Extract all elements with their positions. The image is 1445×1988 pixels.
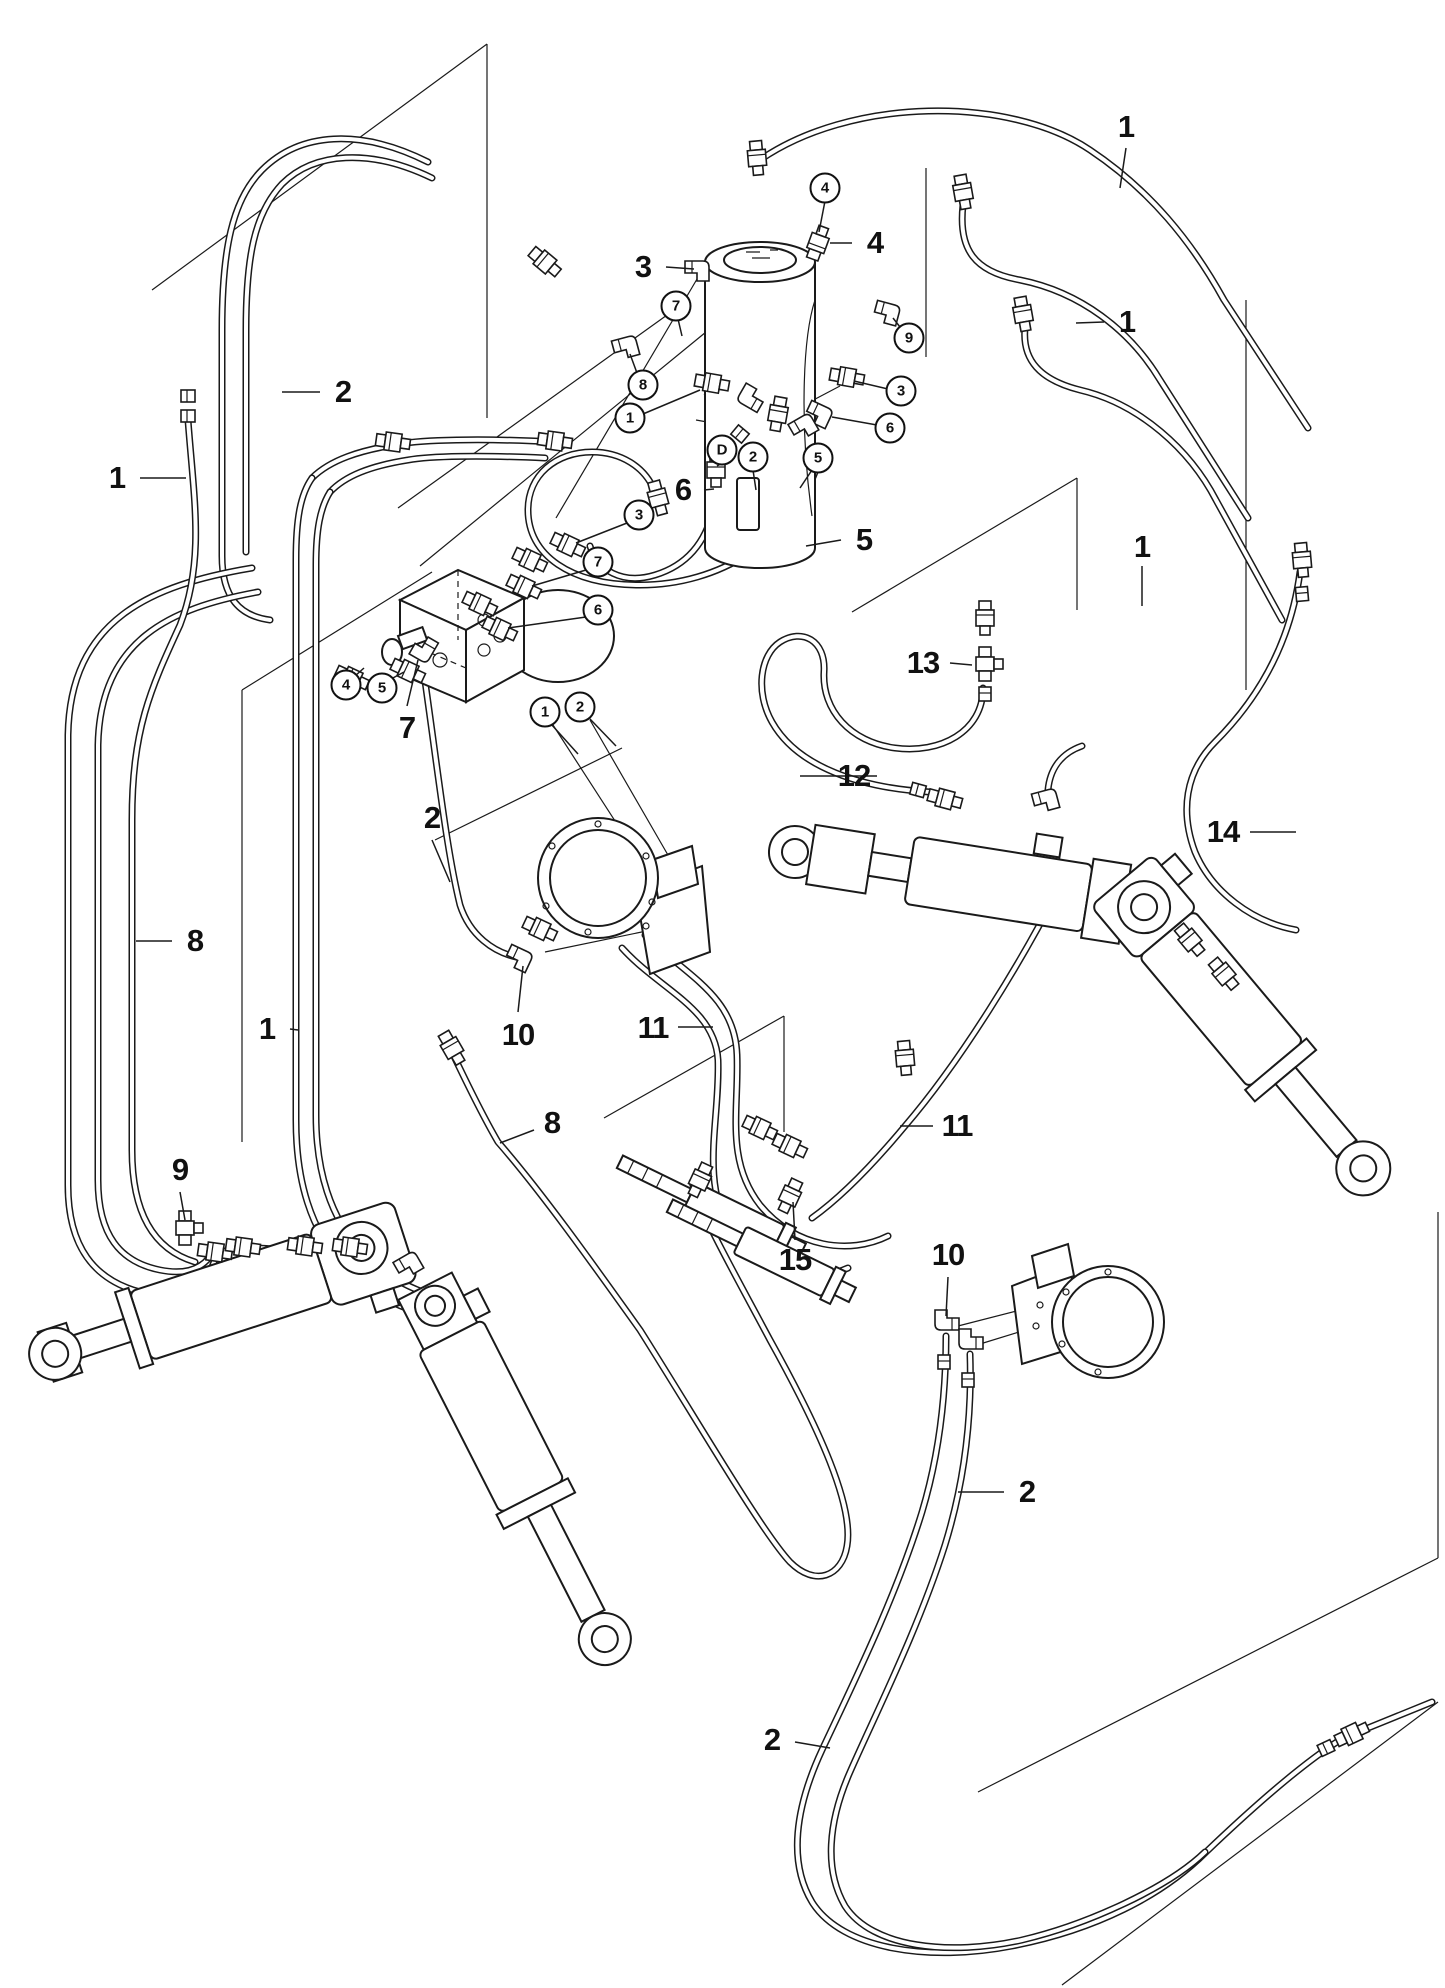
part-label-7: 7 bbox=[398, 710, 416, 745]
port-callout-8: 8 bbox=[627, 369, 659, 401]
port-callout-1: 1 bbox=[529, 696, 561, 728]
hydraulic-power-unit bbox=[704, 241, 816, 569]
part-label-2: 2 bbox=[423, 800, 441, 835]
part-label-6: 6 bbox=[674, 472, 692, 507]
part-label-8: 8 bbox=[543, 1105, 561, 1140]
part-label-2: 2 bbox=[763, 1722, 781, 1757]
part-label-2: 2 bbox=[334, 374, 352, 409]
part-label-15: 15 bbox=[778, 1242, 812, 1277]
part-label-3: 3 bbox=[634, 249, 652, 284]
port-callout-1: 1 bbox=[614, 402, 646, 434]
part-label-11: 11 bbox=[941, 1108, 974, 1143]
port-callout-4: 4 bbox=[330, 669, 362, 701]
part-label-9: 9 bbox=[171, 1152, 189, 1187]
cylinder-far-right-diagonal bbox=[1093, 852, 1392, 1197]
part-label-14: 14 bbox=[1206, 814, 1240, 849]
part-label-11: 11 bbox=[637, 1010, 670, 1045]
port-callout-2: 2 bbox=[564, 691, 596, 723]
port-callout-3: 3 bbox=[623, 499, 655, 531]
part-label-5: 5 bbox=[855, 522, 873, 557]
part-label-13: 13 bbox=[906, 645, 940, 680]
port-callout-3: 3 bbox=[885, 375, 917, 407]
part-label-2: 2 bbox=[1018, 1474, 1036, 1509]
port-callout-7: 7 bbox=[582, 546, 614, 578]
part-label-8: 8 bbox=[186, 923, 204, 958]
part-label-4: 4 bbox=[866, 225, 884, 260]
port-callout-5: 5 bbox=[802, 442, 834, 474]
port-callout-4: 4 bbox=[809, 172, 841, 204]
gear-motor-bottom-right bbox=[1010, 1242, 1165, 1379]
port-callout-9: 9 bbox=[893, 322, 925, 354]
port-callout-7: 7 bbox=[660, 290, 692, 322]
cylinder-right-horizontal bbox=[768, 823, 1133, 945]
part-label-10: 10 bbox=[931, 1237, 965, 1272]
port-callout-6: 6 bbox=[874, 412, 906, 444]
part-label-10: 10 bbox=[501, 1017, 535, 1052]
part-label-12: 12 bbox=[837, 758, 871, 793]
part-label-1: 1 bbox=[1117, 109, 1135, 144]
part-label-1: 1 bbox=[258, 1011, 276, 1046]
port-callout-5: 5 bbox=[366, 672, 398, 704]
reference-planes bbox=[151, 43, 1439, 1986]
part-label-1: 1 bbox=[1118, 304, 1136, 339]
pump-motor bbox=[537, 817, 712, 976]
port-callout-2: 2 bbox=[737, 441, 769, 473]
port-callout-D: D bbox=[706, 434, 738, 466]
port-callout-6: 6 bbox=[582, 594, 614, 626]
part-label-1: 1 bbox=[108, 460, 126, 495]
cylinder-center-diagonal bbox=[396, 1271, 632, 1667]
part-label-1: 1 bbox=[1133, 529, 1151, 564]
